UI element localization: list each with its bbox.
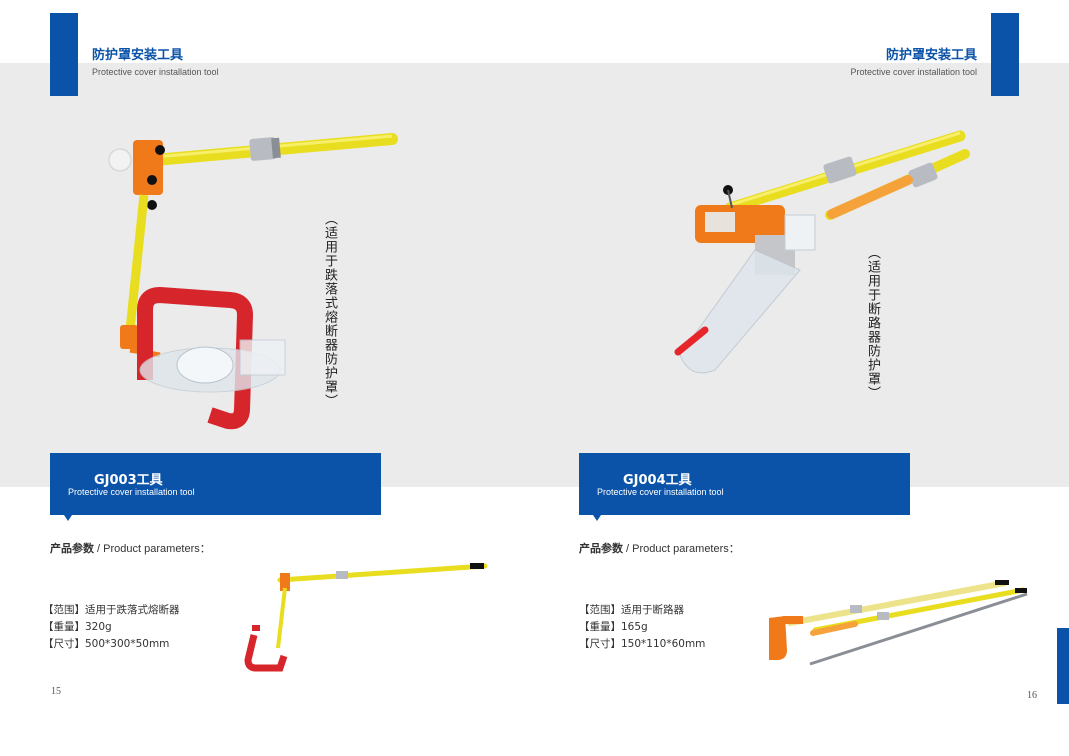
header-tab-left <box>50 13 78 96</box>
gj004-spec-weight: 【重量】165g <box>579 621 648 633</box>
gj004-params-en: / Product parameters： <box>623 543 740 555</box>
gj003-code: GJ003工具 <box>94 473 163 488</box>
header-tab-right <box>991 13 1019 96</box>
gj004-product-thumbnail <box>769 580 1028 666</box>
gj003-banner-notch <box>64 515 72 521</box>
gj003-spec-range: 【范围】适用于跌落式熔断器 <box>43 604 180 616</box>
grey-background-band <box>0 63 1069 487</box>
gj004-spec-range: 【范围】适用于断路器 <box>579 604 684 616</box>
page-number-left: 15 <box>51 686 61 697</box>
gj004-vertical-label: （适用于断路器防护罩） <box>865 246 880 400</box>
gj003-params-heading: 产品参数 / Product parameters： <box>50 540 211 556</box>
gj004-spec-size: 【尺寸】150*110*60mm <box>579 638 706 650</box>
gj003-code-subtitle: Protective cover installation tool <box>68 487 195 497</box>
page-number-right: 16 <box>1027 690 1037 701</box>
gj004-banner: GJ004工具 Protective cover installation to… <box>579 453 910 515</box>
gj003-product-thumbnail <box>244 563 488 672</box>
gj003-params-zh: 产品参数 <box>50 542 94 555</box>
header-subtitle-right: Protective cover installation tool <box>850 67 977 77</box>
gj003-product-image <box>108 133 398 430</box>
header-title-right: 防护罩安装工具 <box>885 48 977 63</box>
gj004-code-subtitle: Protective cover installation tool <box>597 487 724 497</box>
gj003-spec-size: 【尺寸】500*300*50mm <box>43 638 170 650</box>
gj003-vertical-label: （适用于跌落式熔断器防护罩） <box>322 212 337 408</box>
gj004-params-zh: 产品参数 <box>579 542 623 555</box>
gj003-specs: 【范围】适用于跌落式熔断器 【重量】320g 【尺寸】500*300*50mm <box>43 602 180 653</box>
gj004-banner-notch <box>593 515 601 521</box>
gj003-banner: GJ003工具 Protective cover installation to… <box>50 453 381 515</box>
gj004-params-heading: 产品参数 / Product parameters： <box>579 540 740 556</box>
header-subtitle-left: Protective cover installation tool <box>92 67 219 77</box>
gj004-code: GJ004工具 <box>623 473 692 488</box>
edge-tab-right <box>1057 628 1069 704</box>
header-title-left: 防护罩安装工具 <box>92 48 184 63</box>
gj004-product-image <box>674 130 970 374</box>
gj003-spec-weight: 【重量】320g <box>43 621 112 633</box>
gj003-params-en: / Product parameters： <box>94 543 211 555</box>
gj004-specs: 【范围】适用于断路器 【重量】165g 【尺寸】150*110*60mm <box>579 602 705 653</box>
